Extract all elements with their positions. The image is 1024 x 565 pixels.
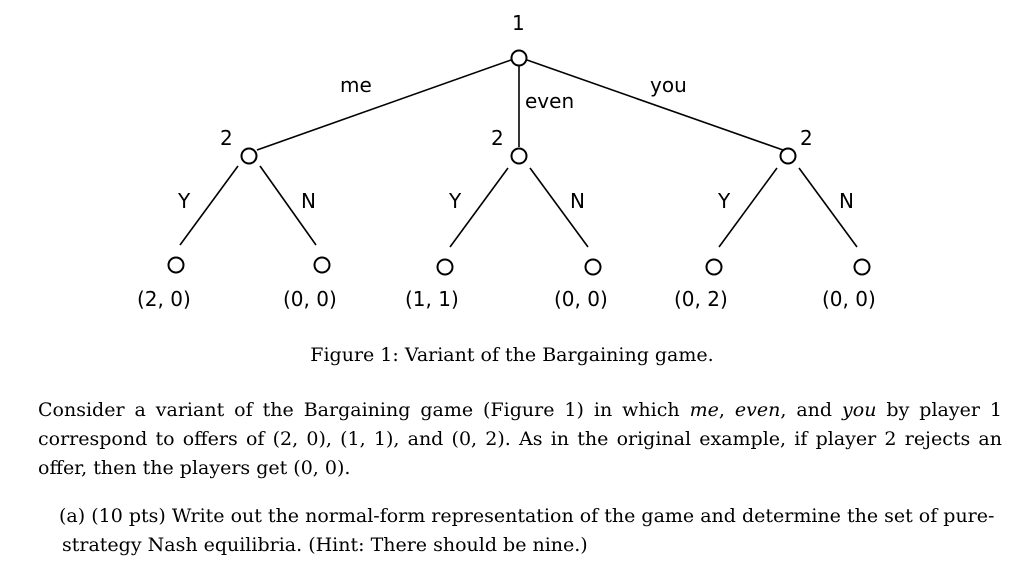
action-label-you: you [650, 73, 687, 97]
game-tree: 1 me even you 2 2 2 Y N Y N Y N (2, 0) (… [137, 11, 876, 311]
leaf-node [167, 256, 185, 274]
player2-label-left: 2 [220, 126, 233, 150]
edge-mid-Y [449, 167, 509, 248]
problem-paragraph: Consider a variant of the Bargaining gam… [38, 396, 1002, 483]
edge-left-N [259, 165, 317, 246]
response-label-N: N [570, 189, 585, 213]
payoff-label: (0, 0) [283, 287, 337, 311]
para-text: , [718, 399, 735, 421]
para-text: Consider a variant of the Bargaining gam… [38, 399, 690, 421]
edge-right-Y [718, 167, 778, 248]
edge-left-Y [179, 165, 239, 246]
node-p2-mid [510, 147, 528, 165]
action-label-me: me [340, 73, 372, 97]
term-you: you [842, 399, 877, 421]
term-even: even [734, 399, 781, 421]
payoff-label: (0, 0) [554, 287, 608, 311]
payoff-label: (0, 2) [674, 287, 728, 311]
edge-you [526, 59, 784, 151]
payoff-label: (0, 0) [822, 287, 876, 311]
question-label: (a) [59, 505, 86, 527]
node-p2-right [779, 147, 797, 165]
question-text: (10 pts) Write out the normal-form repre… [62, 505, 995, 556]
response-label-Y: Y [448, 189, 462, 213]
question-a: (a) (10 pts) Write out the normal-form r… [59, 502, 1002, 560]
action-label-even: even [525, 89, 574, 113]
leaf-node [853, 258, 871, 276]
edge-mid-N [529, 167, 589, 248]
leaf-node [705, 258, 723, 276]
leaf-node [584, 258, 602, 276]
payoff-label: (2, 0) [137, 287, 191, 311]
para-text: , and [780, 399, 843, 421]
para-text: by player 1 correspond to offers of (2, … [38, 399, 1002, 479]
node-root [510, 49, 528, 67]
term-me: me [689, 399, 719, 421]
root-player-label: 1 [512, 11, 525, 35]
response-label-Y: Y [717, 189, 731, 213]
edge-right-N [798, 167, 858, 248]
node-p2-left [240, 147, 258, 165]
player2-label-right: 2 [800, 126, 813, 150]
edge-me [256, 59, 512, 151]
player2-label-mid: 2 [491, 126, 504, 150]
response-label-N: N [839, 189, 854, 213]
leaf-node [436, 258, 454, 276]
response-label-N: N [301, 189, 316, 213]
leaf-node [313, 256, 331, 274]
payoff-label: (1, 1) [405, 287, 459, 311]
figure-caption: Figure 1: Variant of the Bargaining game… [310, 344, 714, 366]
response-label-Y: Y [177, 189, 191, 213]
